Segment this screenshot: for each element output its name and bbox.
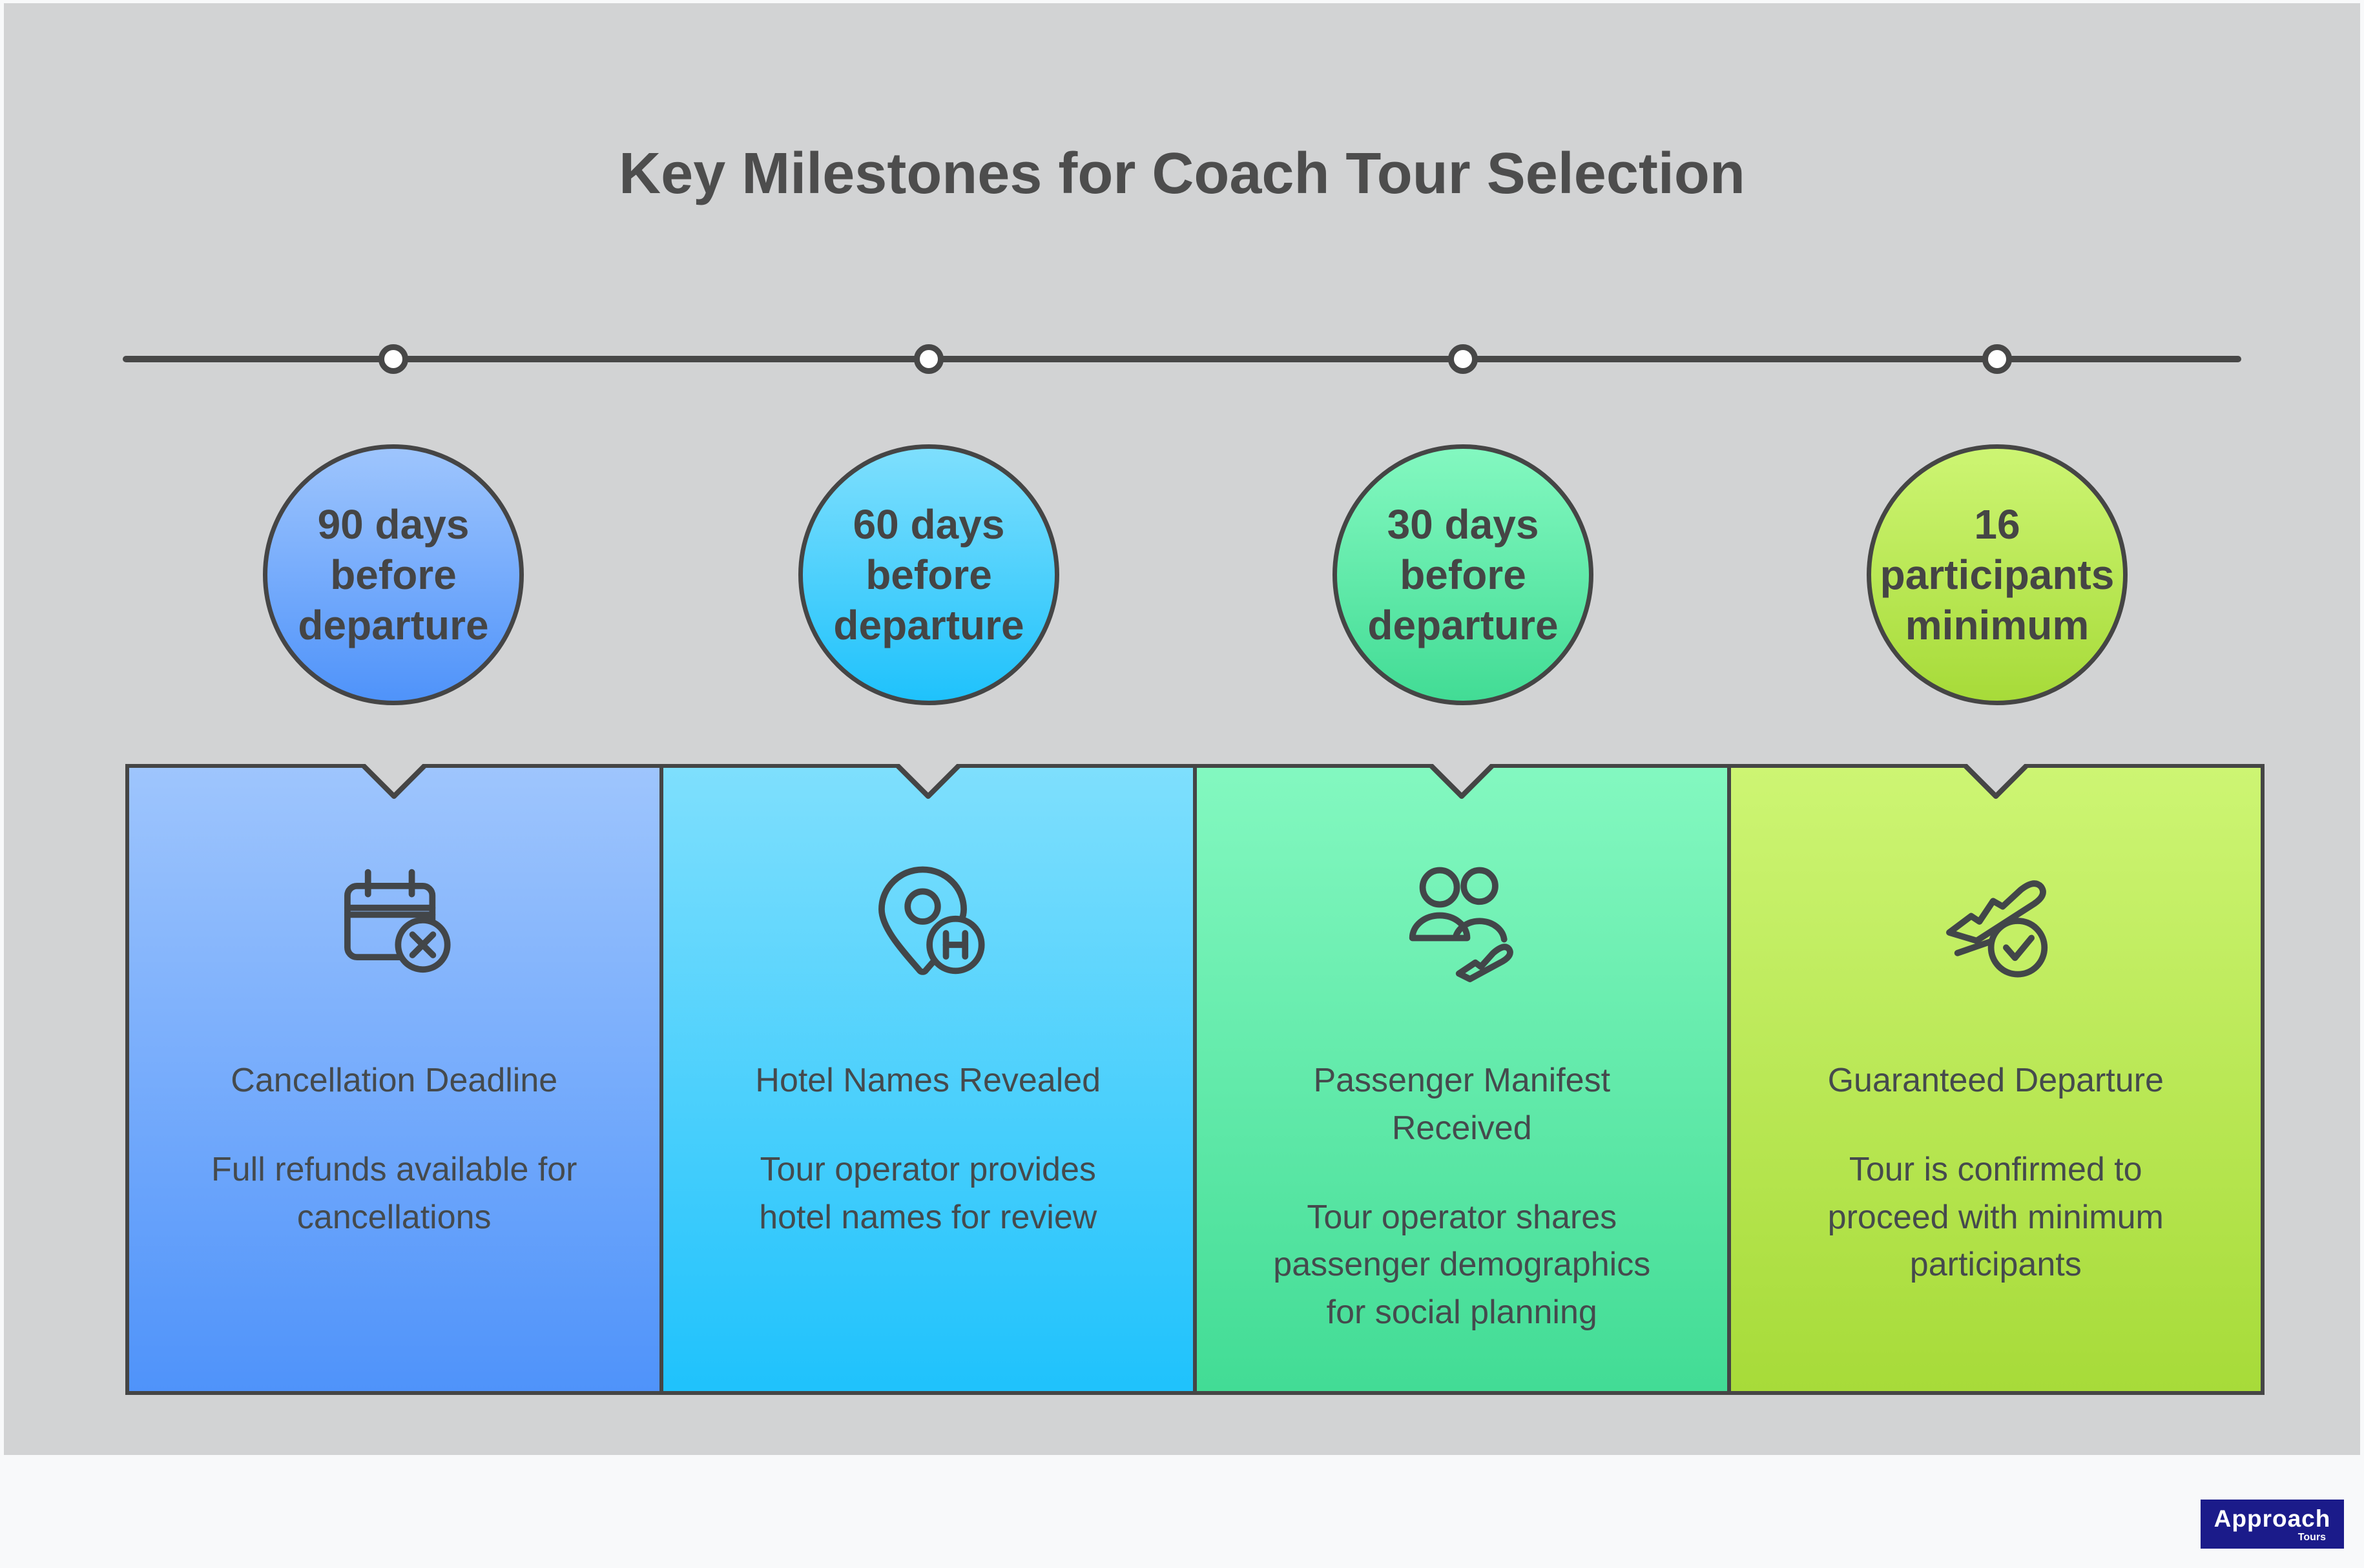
- card-title: Guaranteed Departure: [1827, 1062, 2164, 1099]
- milestone-card-guaranteed: Guaranteed Departure Tour is confirmed t…: [1726, 764, 2261, 1391]
- logo-brand-text: Approach: [2214, 1505, 2331, 1532]
- card-notch: [1962, 764, 2029, 799]
- timeline-dot: [1982, 344, 2012, 374]
- card-description: Tour is confirmed to proceed with minimu…: [1827, 1150, 2164, 1284]
- milestone-badge-label: 60 days before departure: [833, 500, 1024, 649]
- milestone-card-hotels: Hotel Names Revealed Tour operator provi…: [659, 764, 1193, 1391]
- milestone-card-manifest: Passenger Manifest Received Tour operato…: [1193, 764, 1727, 1391]
- milestone-badge-30-days: 30 days before departure: [1332, 444, 1593, 705]
- approach-tours-logo: Approach Tours: [2201, 1500, 2344, 1549]
- card-notch: [894, 764, 962, 799]
- milestone-badge-label: 90 days before departure: [298, 500, 489, 649]
- card-description: Tour operator shares passenger demograph…: [1273, 1198, 1651, 1332]
- card-notch: [360, 764, 428, 799]
- card-description: Full refunds available for cancellations: [211, 1150, 577, 1236]
- milestone-badge-label: 16 participants minimum: [1880, 500, 2115, 649]
- milestone-badge-90-days: 90 days before departure: [263, 444, 524, 705]
- milestone-card-cancellation: Cancellation Deadline Full refunds avail…: [129, 764, 659, 1391]
- milestone-badge-60-days: 60 days before departure: [798, 444, 1059, 705]
- milestone-badge-16-participants: 16 participants minimum: [1867, 444, 2128, 705]
- timeline-line: [123, 356, 2241, 362]
- card-title: Hotel Names Revealed: [755, 1062, 1101, 1099]
- milestone-cards-row: Cancellation Deadline Full refunds avail…: [125, 764, 2265, 1395]
- page-title: Key Milestones for Coach Tour Selection: [619, 141, 1745, 206]
- hotel-location-pin-icon: [856, 853, 1000, 990]
- timeline-dot: [378, 344, 408, 374]
- passenger-group-plane-icon: [1390, 853, 1533, 990]
- logo-sub-text: Tours: [2297, 1532, 2326, 1543]
- plane-checkmark-icon: [1924, 853, 2068, 990]
- calendar-cancel-icon: [322, 853, 466, 990]
- card-title: Passenger Manifest Received: [1313, 1062, 1611, 1147]
- timeline-dot: [1448, 344, 1478, 374]
- timeline-dot: [914, 344, 944, 374]
- card-title: Cancellation Deadline: [231, 1062, 558, 1099]
- milestone-badge-label: 30 days before departure: [1367, 500, 1559, 649]
- card-notch: [1428, 764, 1496, 799]
- card-description: Tour operator provides hotel names for r…: [759, 1150, 1097, 1236]
